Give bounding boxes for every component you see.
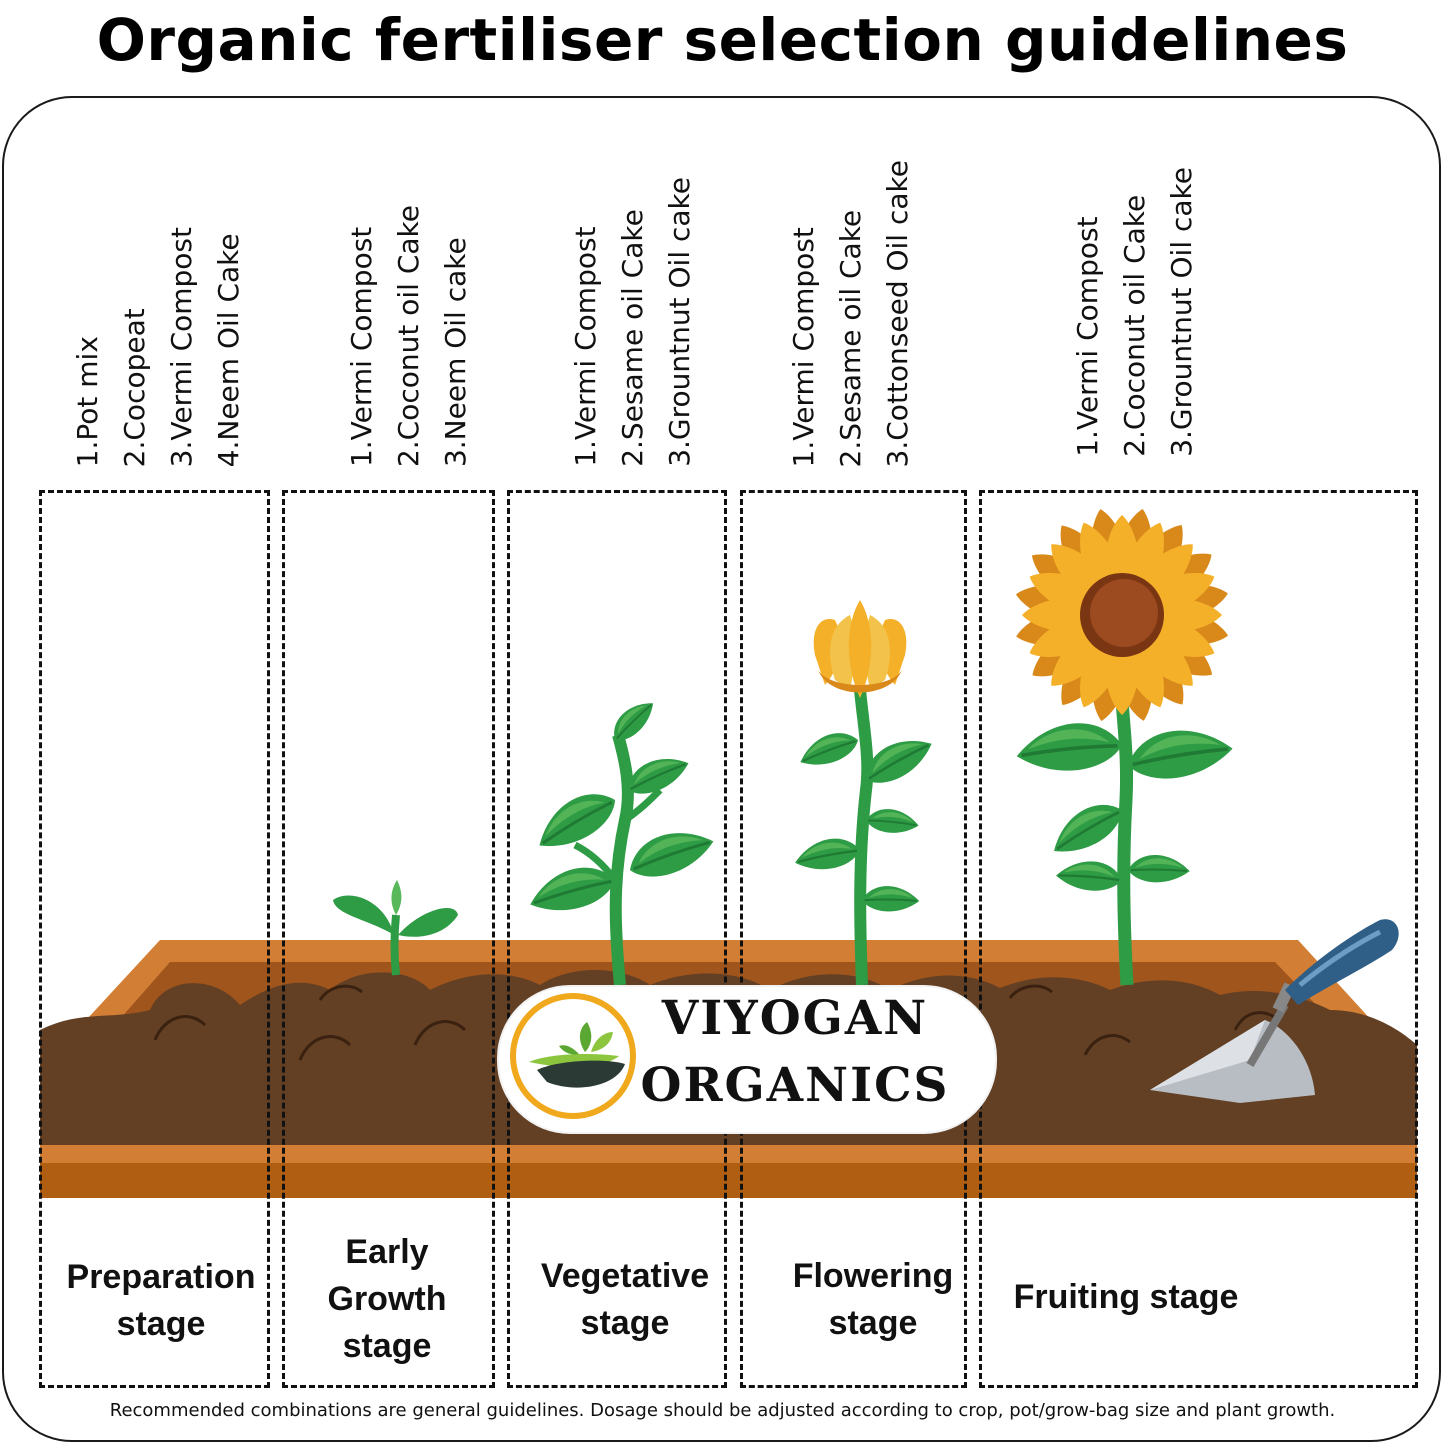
fertiliser-item: 2.Sesame oil Cake xyxy=(616,209,649,467)
fertiliser-item: 1.Vermi Compost xyxy=(569,226,602,467)
stage-label-flowering: Flowering stage xyxy=(792,1257,954,1342)
stage-label-early-growth: Early Growth stage xyxy=(327,1233,447,1365)
fertiliser-item: 1.Pot mix xyxy=(71,335,104,467)
stage-column-fruiting xyxy=(979,490,1418,1388)
fertiliser-list-preparation: 1.Pot mix 2.Cocopeat 3.Vermi Compost 4.N… xyxy=(64,227,252,467)
fertiliser-item: 2.Cocopeat xyxy=(118,307,151,467)
fertiliser-item: 2.Coconut oil Cake xyxy=(1118,194,1151,457)
stage-column-vegetative xyxy=(507,490,727,1388)
vegetative-plant-illustration xyxy=(524,693,721,986)
fertiliser-item: 3.Grountnut Oil cake xyxy=(663,177,696,467)
fertiliser-item: 1.Vermi Compost xyxy=(345,226,378,467)
stage-label-fruiting: Fruiting stage xyxy=(1013,1278,1239,1316)
page-title: Organic fertiliser selection guidelines xyxy=(96,6,1349,74)
fertiliser-item: 4.Neem Oil Cake xyxy=(212,233,245,467)
fertiliser-list-fruiting: 1.Vermi Compost 2.Coconut oil Cake 3.Gro… xyxy=(1064,167,1205,457)
fertiliser-list-flowering: 1.Vermi Compost 2.Sesame oil Cake 3.Cott… xyxy=(780,160,921,467)
fertiliser-list-vegetative: 1.Vermi Compost 2.Sesame oil Cake 3.Grou… xyxy=(562,177,703,467)
fertiliser-list-early-growth: 1.Vermi Compost 2.Coconut oil Cake 3.Nee… xyxy=(338,205,479,467)
brand-name-line2: ORGANICS xyxy=(640,1058,950,1113)
stage-column-early-growth xyxy=(282,490,495,1388)
fertiliser-item: 3.Neem Oil cake xyxy=(439,237,472,467)
sunflower-center-inner xyxy=(1090,579,1158,647)
fertiliser-item: 3.Grountnut Oil cake xyxy=(1165,167,1198,457)
content-frame xyxy=(2,96,1441,1442)
stage-column-preparation xyxy=(39,490,270,1388)
stage-column-flowering xyxy=(740,490,967,1388)
stage-label-preparation: Preparation stage xyxy=(66,1258,256,1343)
sunflower-head-icon xyxy=(1015,508,1229,722)
brand-logo-icon xyxy=(510,993,636,1119)
fertiliser-item: 3.Cottonseed Oil cake xyxy=(881,159,914,467)
footnote: Recommended combinations are general gui… xyxy=(109,1400,1336,1421)
sunflower-plant-illustration xyxy=(1012,508,1237,986)
fertiliser-item: 2.Sesame oil Cake xyxy=(834,209,867,467)
seedling-illustration xyxy=(333,880,458,976)
brand-name-line1: VIYOGAN xyxy=(661,991,929,1046)
fertiliser-item: 1.Vermi Compost xyxy=(787,226,820,467)
stage-label-vegetative: Vegetative stage xyxy=(540,1257,710,1342)
flowering-plant-illustration xyxy=(791,600,941,986)
fertiliser-item: 2.Coconut oil Cake xyxy=(392,204,425,467)
fertiliser-item: 3.Vermi Compost xyxy=(165,226,198,467)
trowel-icon xyxy=(1150,919,1399,1103)
fertiliser-item: 1.Vermi Compost xyxy=(1071,216,1104,457)
flower-bud-icon xyxy=(813,600,907,698)
